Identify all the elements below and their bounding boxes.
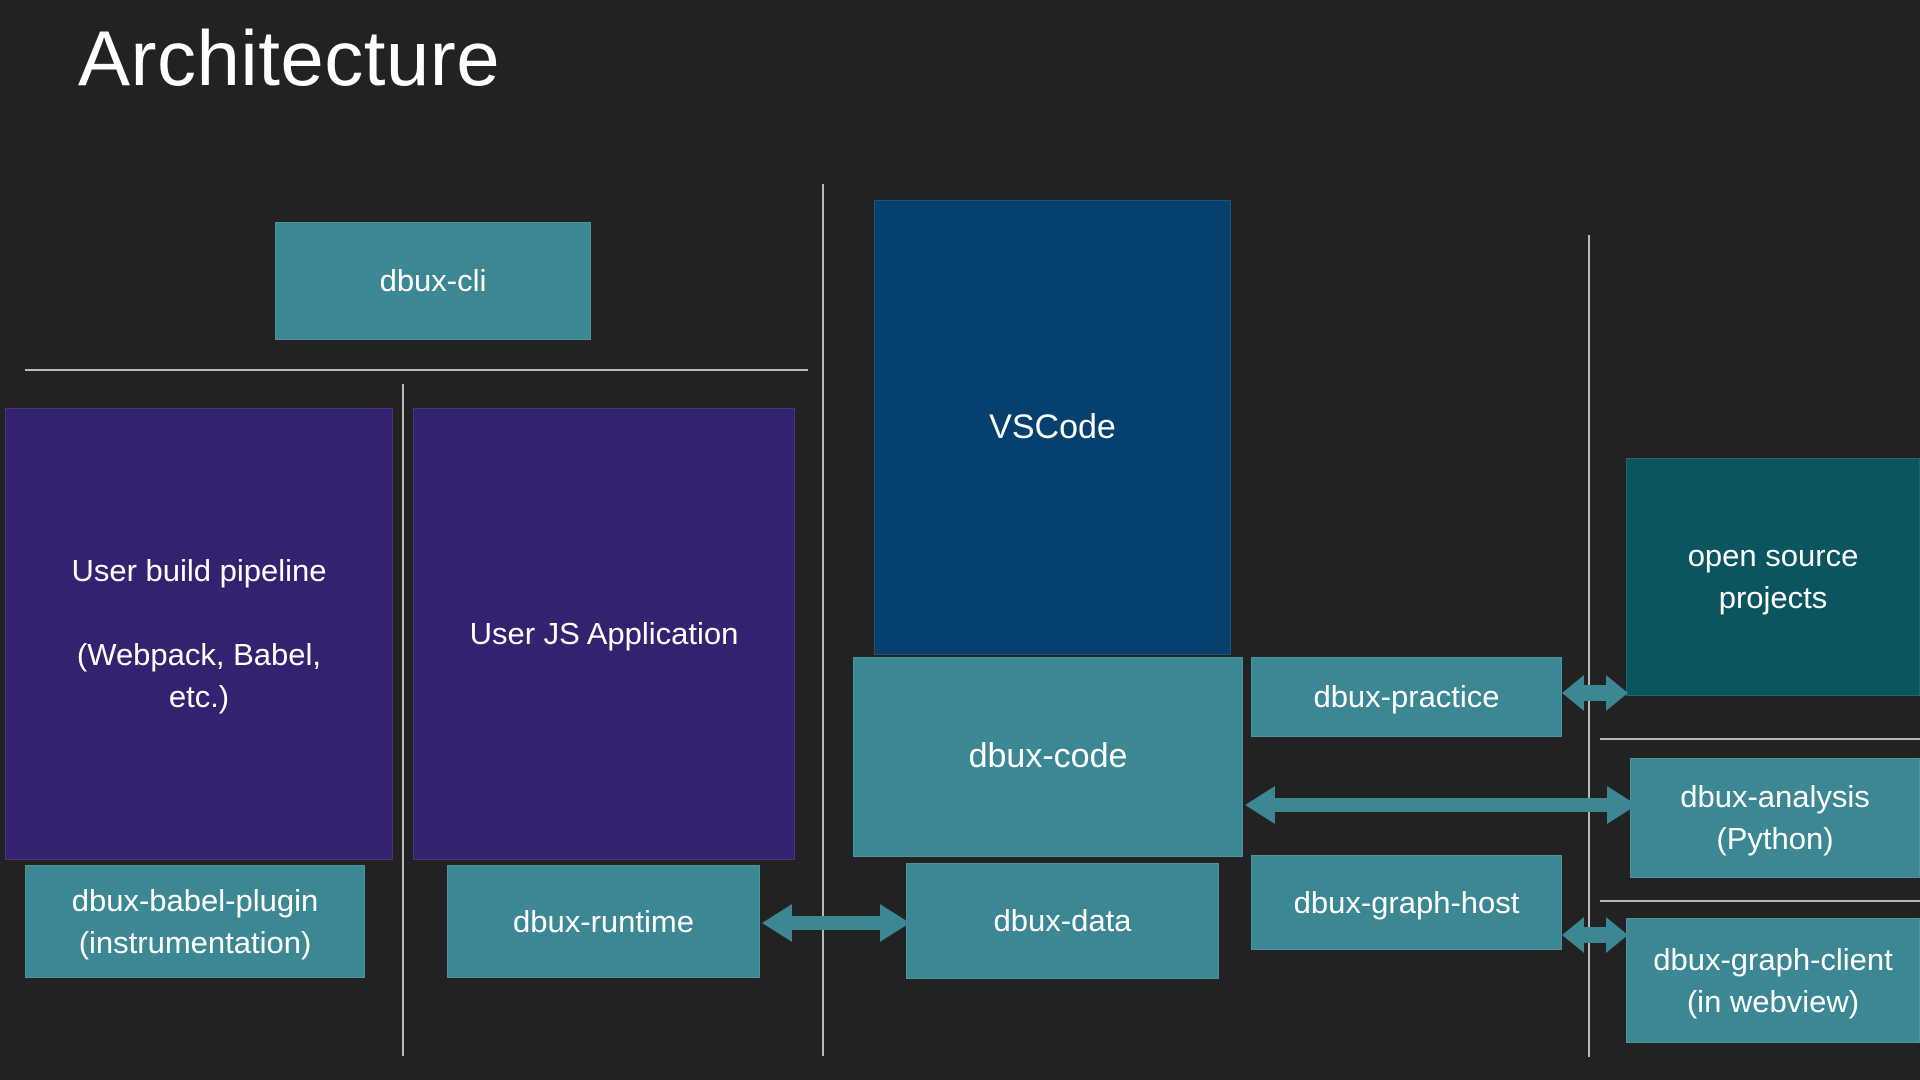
box-dbux-analysis[interactable]: dbux-analysis (Python) (1630, 758, 1920, 878)
box-dbux-cli[interactable]: dbux-cli (275, 222, 591, 340)
divider-right-boundary (1588, 235, 1590, 1057)
box-user-js-application-label: User JS Application (469, 616, 739, 652)
box-dbux-runtime-label: dbux-runtime (513, 903, 694, 939)
divider-left-right-boundary (822, 184, 824, 1056)
box-dbux-babel-plugin[interactable]: dbux-babel-plugin (instrumentation) (25, 865, 365, 978)
arrow-runtime-to-data (762, 898, 910, 948)
box-dbux-analysis-label: dbux-analysis (Python) (1680, 779, 1870, 856)
box-user-js-application[interactable]: User JS Application (413, 408, 795, 860)
arrow-code-to-analysis (1245, 780, 1637, 830)
box-dbux-graph-client-label: dbux-graph-client (in webview) (1653, 941, 1893, 1019)
arrow-practice-to-open-source (1562, 670, 1628, 716)
page-title: Architecture (78, 14, 501, 102)
box-dbux-practice-label: dbux-practice (1313, 679, 1500, 715)
box-vscode[interactable]: VSCode (874, 200, 1231, 655)
box-dbux-data[interactable]: dbux-data (906, 863, 1219, 979)
divider-cli-separator (25, 369, 808, 371)
box-dbux-code[interactable]: dbux-code (853, 657, 1243, 857)
divider-analysis-client-separator (1600, 900, 1920, 902)
box-dbux-graph-host-label: dbux-graph-host (1293, 884, 1520, 920)
box-vscode-label: VSCode (989, 407, 1116, 446)
divider-open-source-analysis-separator (1600, 738, 1920, 740)
box-dbux-practice[interactable]: dbux-practice (1251, 657, 1562, 737)
box-dbux-graph-host[interactable]: dbux-graph-host (1251, 855, 1562, 950)
box-user-build-pipeline[interactable]: User build pipeline (Webpack, Babel, etc… (5, 408, 393, 860)
box-dbux-babel-plugin-label: dbux-babel-plugin (instrumentation) (71, 882, 319, 960)
box-open-source-projects-label: open source projects (1687, 538, 1859, 615)
box-open-source-projects[interactable]: open source projects (1626, 458, 1920, 696)
divider-left-column-split (402, 384, 404, 1056)
box-dbux-data-label: dbux-data (993, 903, 1132, 939)
box-user-build-pipeline-label: User build pipeline (Webpack, Babel, etc… (71, 553, 327, 714)
box-dbux-cli-label: dbux-cli (379, 263, 487, 299)
arrow-graph-host-to-graph-client (1562, 912, 1628, 958)
box-dbux-graph-client[interactable]: dbux-graph-client (in webview) (1626, 918, 1920, 1043)
box-dbux-runtime[interactable]: dbux-runtime (447, 865, 760, 978)
box-dbux-code-label: dbux-code (968, 737, 1128, 776)
